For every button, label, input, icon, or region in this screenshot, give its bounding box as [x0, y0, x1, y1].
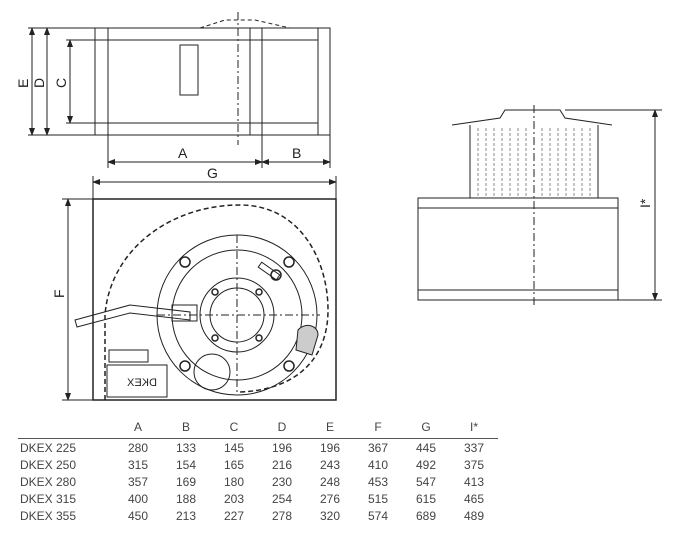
table-row: DKEX 225 280 133 145 196 196 367 445 337: [18, 439, 498, 457]
dim-label-b: B: [292, 145, 301, 161]
dimension-cell: 367: [367, 440, 389, 455]
header-cell: C: [210, 416, 258, 439]
dimension-cell: 248: [319, 474, 341, 489]
dim-label-i: I*: [637, 198, 653, 208]
dimension-cell: 400: [127, 491, 149, 506]
dimension-cell: 254: [271, 491, 293, 506]
dim-label-g: G: [207, 165, 218, 181]
dimension-table: A B C D E F G I* DKEX 225 280 133 145 196 196…: [18, 416, 498, 524]
dimension-cell: 276: [319, 491, 341, 506]
model-name-cell: DKEX 225: [20, 440, 77, 455]
dimension-cell: 337: [463, 440, 485, 455]
dimension-cell: 453: [367, 474, 389, 489]
header-cell: [18, 416, 114, 439]
dimension-cell: 154: [175, 457, 197, 472]
dim-label-f: F: [51, 289, 67, 298]
model-name-cell: DKEX 250: [20, 457, 77, 472]
side-view: I*: [417, 105, 662, 305]
dimension-cell: 465: [463, 491, 485, 506]
top-view: E D C A B: [15, 12, 331, 168]
dimension-cell: 515: [367, 491, 389, 506]
model-name-cell: DKEX 355: [20, 508, 77, 523]
table-row: DKEX 280 357 169 180 230 248 453 547 413: [18, 473, 498, 490]
dimension-cell: 320: [319, 508, 341, 523]
dimension-cell: 196: [271, 440, 293, 455]
dimension-cell: 169: [175, 474, 197, 489]
dimension-cell: 165: [223, 457, 245, 472]
dim-label-e: E: [15, 79, 31, 88]
dimension-cell: 445: [415, 440, 437, 455]
dimension-cell: 615: [415, 491, 437, 506]
table-row: DKEX 355 450 213 227 278 320 574 689 489: [18, 507, 498, 524]
header-cell: A: [114, 416, 162, 439]
dimension-cell: 315: [127, 457, 149, 472]
dimension-cell: 574: [367, 508, 389, 523]
dimension-cell: 196: [319, 440, 341, 455]
dimension-cell: 227: [223, 508, 245, 523]
dimension-cell: 280: [127, 440, 149, 455]
header-cell: D: [258, 416, 306, 439]
table-row: DKEX 315 400 188 203 254 276 515 615 465: [18, 490, 498, 507]
dimension-cell: 410: [367, 457, 389, 472]
header-cell: G: [402, 416, 450, 439]
header-cell: B: [162, 416, 210, 439]
dimension-cell: 213: [175, 508, 197, 523]
dimension-cell: 547: [415, 474, 437, 489]
nameplate-text: DKEX: [126, 377, 157, 389]
model-name-cell: DKEX 280: [20, 474, 77, 489]
front-view: G F DKEX: [51, 165, 337, 401]
header-cell: E: [306, 416, 354, 439]
dimension-cell: 450: [127, 508, 149, 523]
dim-label-c: C: [53, 78, 69, 88]
dimension-cell: 413: [463, 474, 485, 489]
dimension-cell: 230: [271, 474, 293, 489]
dim-label-d: D: [31, 78, 47, 88]
dimension-cell: 188: [175, 491, 197, 506]
dim-label-a: A: [178, 145, 188, 161]
dimension-cell: 689: [415, 508, 437, 523]
dimension-cell: 489: [463, 508, 485, 523]
table-row: DKEX 250 315 154 165 216 243 410 492 375: [18, 456, 498, 473]
dimension-cell: 357: [127, 474, 149, 489]
dimension-cell: 133: [175, 440, 197, 455]
dimension-cell: 203: [223, 491, 245, 506]
dimension-cell: 375: [463, 457, 485, 472]
header-cell: I*: [450, 416, 498, 439]
table-header-row: A B C D E F G I*: [18, 416, 498, 439]
dimension-cell: 278: [271, 508, 293, 523]
model-name-cell: DKEX 315: [20, 491, 77, 506]
dimension-cell: 492: [415, 457, 437, 472]
dimension-cell: 216: [271, 457, 293, 472]
dimension-cell: 180: [223, 474, 245, 489]
dimension-cell: 243: [319, 457, 341, 472]
dimension-cell: 145: [223, 440, 245, 455]
header-cell: F: [354, 416, 402, 439]
